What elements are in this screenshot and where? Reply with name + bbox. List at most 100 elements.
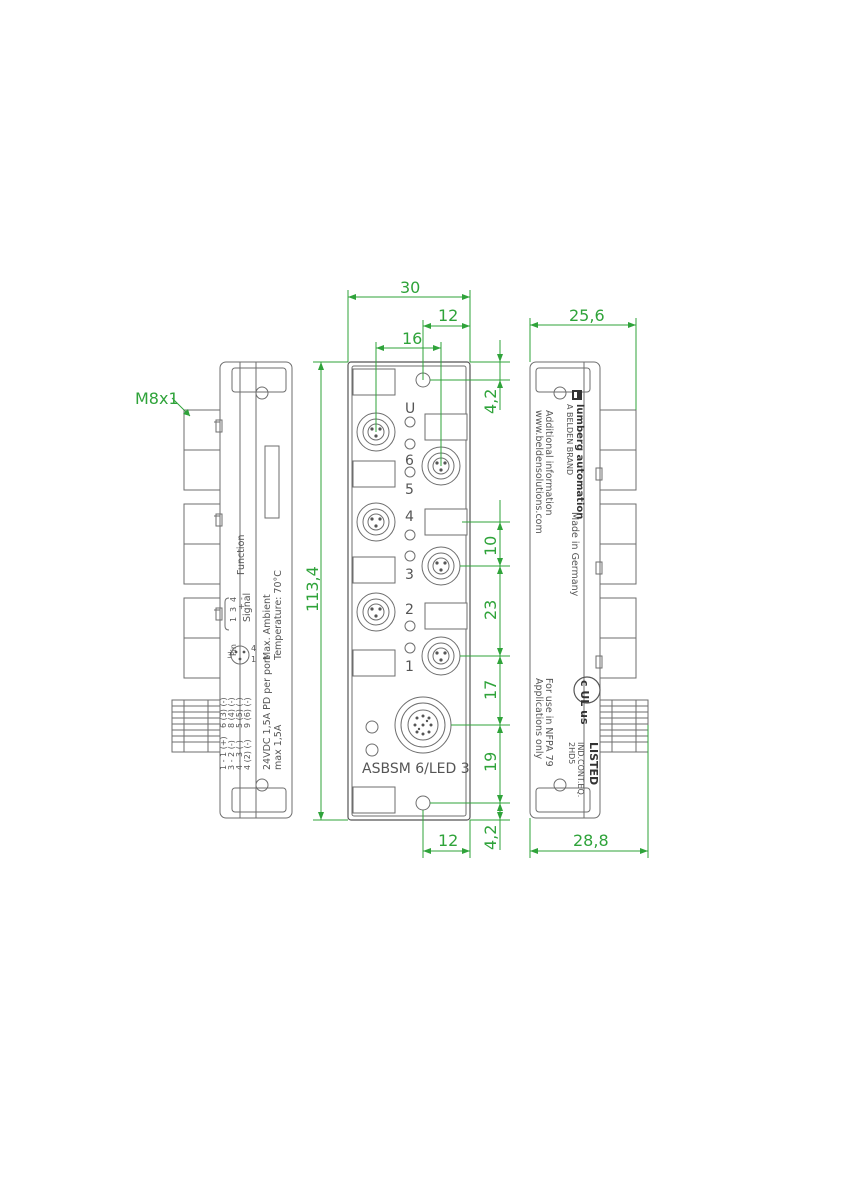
svg-text:3: 3 bbox=[227, 651, 232, 660]
led-label: 1 bbox=[405, 659, 414, 675]
brand-text: lumberg automation bbox=[574, 404, 585, 519]
left-top-screw bbox=[255, 386, 269, 400]
front-bottom-hole bbox=[415, 795, 431, 811]
dim-pitch-c: 17 bbox=[481, 680, 500, 700]
listed-label: LISTED bbox=[587, 742, 600, 785]
use-line-2: Applications only bbox=[533, 678, 544, 760]
left-pin-table: 1 - 1 (+) 3 - 2 (-) 4 - 3 (-) 4 (2) (-) bbox=[219, 736, 252, 770]
dim-top-offset: 4,2 bbox=[481, 389, 500, 414]
right-top-screw bbox=[553, 386, 567, 400]
left-bottom-cap bbox=[231, 787, 287, 813]
front-leds bbox=[365, 416, 416, 757]
left-top-cap bbox=[231, 367, 287, 393]
left-pin-diagram: 3 4 1 bbox=[227, 644, 256, 665]
right-info-1: Additional information bbox=[543, 410, 554, 516]
dim-depth-with-connector: 28,8 bbox=[573, 831, 609, 850]
rating-line-1: 24VDC 1,5A PD per port bbox=[262, 655, 273, 770]
rating-line-2: max 1,5A bbox=[273, 724, 284, 770]
svg-text:6 (3) (-): 6 (3) (-) bbox=[219, 697, 228, 728]
svg-text:1: 1 bbox=[251, 655, 256, 664]
brand-sub-text: A BELDEN BRAND bbox=[565, 404, 574, 475]
right-connector-caps bbox=[595, 409, 637, 679]
dimension-lines: 30 12 16 4,2 113,4 bbox=[303, 278, 649, 858]
right-listed: LISTED bbox=[587, 742, 600, 785]
dim-pitch-b: 23 bbox=[481, 600, 500, 620]
right-bottom-screw bbox=[553, 778, 567, 792]
brand-logo bbox=[572, 390, 582, 400]
signal-label: Signal bbox=[242, 593, 253, 622]
svg-text:4 (2) (-): 4 (2) (-) bbox=[243, 739, 252, 770]
svg-text:3 - 2 (-): 3 - 2 (-) bbox=[227, 740, 236, 770]
right-use-1: For use in NFPA 79 bbox=[543, 678, 554, 767]
cert-num: 2HD5 bbox=[567, 742, 576, 764]
dim-height-total: 113,4 bbox=[303, 566, 322, 612]
svg-text:3: 3 bbox=[229, 607, 238, 612]
info-line-2: www.beldensolutions.com bbox=[533, 410, 544, 534]
model-label: ASBSM 6/LED 3 bbox=[362, 761, 470, 777]
front-label-plates bbox=[352, 368, 468, 814]
left-rating-1: 24VDC 1,5A PD per port bbox=[262, 655, 273, 770]
m8-socket bbox=[356, 502, 396, 542]
ambient-line-1: Max. Ambient bbox=[262, 594, 273, 660]
dim-bottom-offset: 4,2 bbox=[481, 825, 500, 850]
m8-callout-label: M8x1 bbox=[135, 389, 179, 408]
left-rating-2: max 1,5A bbox=[273, 724, 284, 770]
left-pin-table-2: 6 (3) (-) 8 (4) (-) 5 (5) (-) 9 (6) (-) bbox=[219, 697, 252, 728]
m8-socket bbox=[421, 546, 461, 586]
svg-text:9 (6) (-): 9 (6) (-) bbox=[243, 697, 252, 728]
function-label: Function bbox=[236, 535, 247, 575]
dim-connector-spacing: 16 bbox=[402, 329, 422, 348]
led-label: 3 bbox=[405, 567, 414, 583]
ambient-line-2: Temperature: 70°C bbox=[273, 570, 284, 661]
svg-text:8 (4) (-): 8 (4) (-) bbox=[227, 697, 236, 728]
left-ambient-1: Max. Ambient bbox=[262, 594, 273, 660]
svg-text:4 - 3 (-): 4 - 3 (-) bbox=[235, 740, 244, 770]
right-cert-code: IND.CONT.EQ. bbox=[576, 742, 585, 797]
ul-listed-mark: c UL us bbox=[573, 676, 601, 725]
left-pin-numbers: 1 3 4 bbox=[229, 597, 238, 622]
dim-width-total: 30 bbox=[400, 278, 420, 297]
right-body-outline bbox=[529, 361, 601, 819]
left-pin-bracket bbox=[224, 597, 230, 631]
left-signal-text: Signal bbox=[242, 593, 253, 622]
cert-mark: c UL us bbox=[578, 680, 591, 725]
left-bottom-screw bbox=[255, 778, 269, 792]
left-pin-symbols: + - bbox=[237, 597, 246, 610]
svg-text:+: + bbox=[237, 603, 246, 610]
m8-callout: M8x1 bbox=[135, 389, 191, 417]
dim-offset-right: 12 bbox=[438, 306, 458, 325]
front-body-inner bbox=[351, 365, 467, 817]
right-m12-connector bbox=[599, 699, 649, 753]
pin-label: Pin bbox=[229, 644, 238, 656]
led-label: 2 bbox=[405, 602, 414, 618]
use-line-1: For use in NFPA 79 bbox=[543, 678, 554, 767]
left-function-text: Function bbox=[236, 535, 247, 575]
front-view: U 6 5 4 3 2 1 ASBSM 6/LED 3 bbox=[347, 361, 471, 821]
left-m12-connector bbox=[171, 699, 221, 753]
dim-pitch-d: 19 bbox=[481, 752, 500, 772]
right-info-2: www.beldensolutions.com bbox=[533, 410, 544, 534]
left-connector-caps bbox=[183, 409, 223, 679]
svg-text:1: 1 bbox=[229, 617, 238, 622]
right-top-cap bbox=[535, 367, 591, 393]
front-led-labels: U 6 5 4 3 2 1 bbox=[405, 401, 415, 675]
svg-text:5 (5) (-): 5 (5) (-) bbox=[235, 697, 244, 728]
left-side-view: M8x1 Function Signal 1 3 4 + - 3 4 bbox=[135, 361, 293, 819]
right-cert-num: 2HD5 bbox=[567, 742, 576, 764]
info-line-1: Additional information bbox=[543, 410, 554, 516]
led-label: 5 bbox=[405, 482, 414, 498]
front-m8-sockets bbox=[356, 412, 461, 676]
right-bottom-cap bbox=[535, 787, 591, 813]
dim-depth-right: 25,6 bbox=[569, 306, 605, 325]
svg-text:1 - 1 (+): 1 - 1 (+) bbox=[219, 736, 228, 770]
front-m12-socket bbox=[394, 696, 452, 754]
dim-bottom-hole-offset: 12 bbox=[438, 831, 458, 850]
svg-text:4: 4 bbox=[229, 597, 238, 602]
left-label-window bbox=[264, 445, 280, 519]
brand-sub: A BELDEN BRAND bbox=[565, 404, 574, 475]
brand-name: lumberg automation bbox=[574, 404, 585, 519]
svg-text:4: 4 bbox=[251, 644, 256, 653]
m8-socket bbox=[421, 636, 461, 676]
right-side-view: lumberg automation A BELDEN BRAND Additi… bbox=[529, 361, 649, 819]
